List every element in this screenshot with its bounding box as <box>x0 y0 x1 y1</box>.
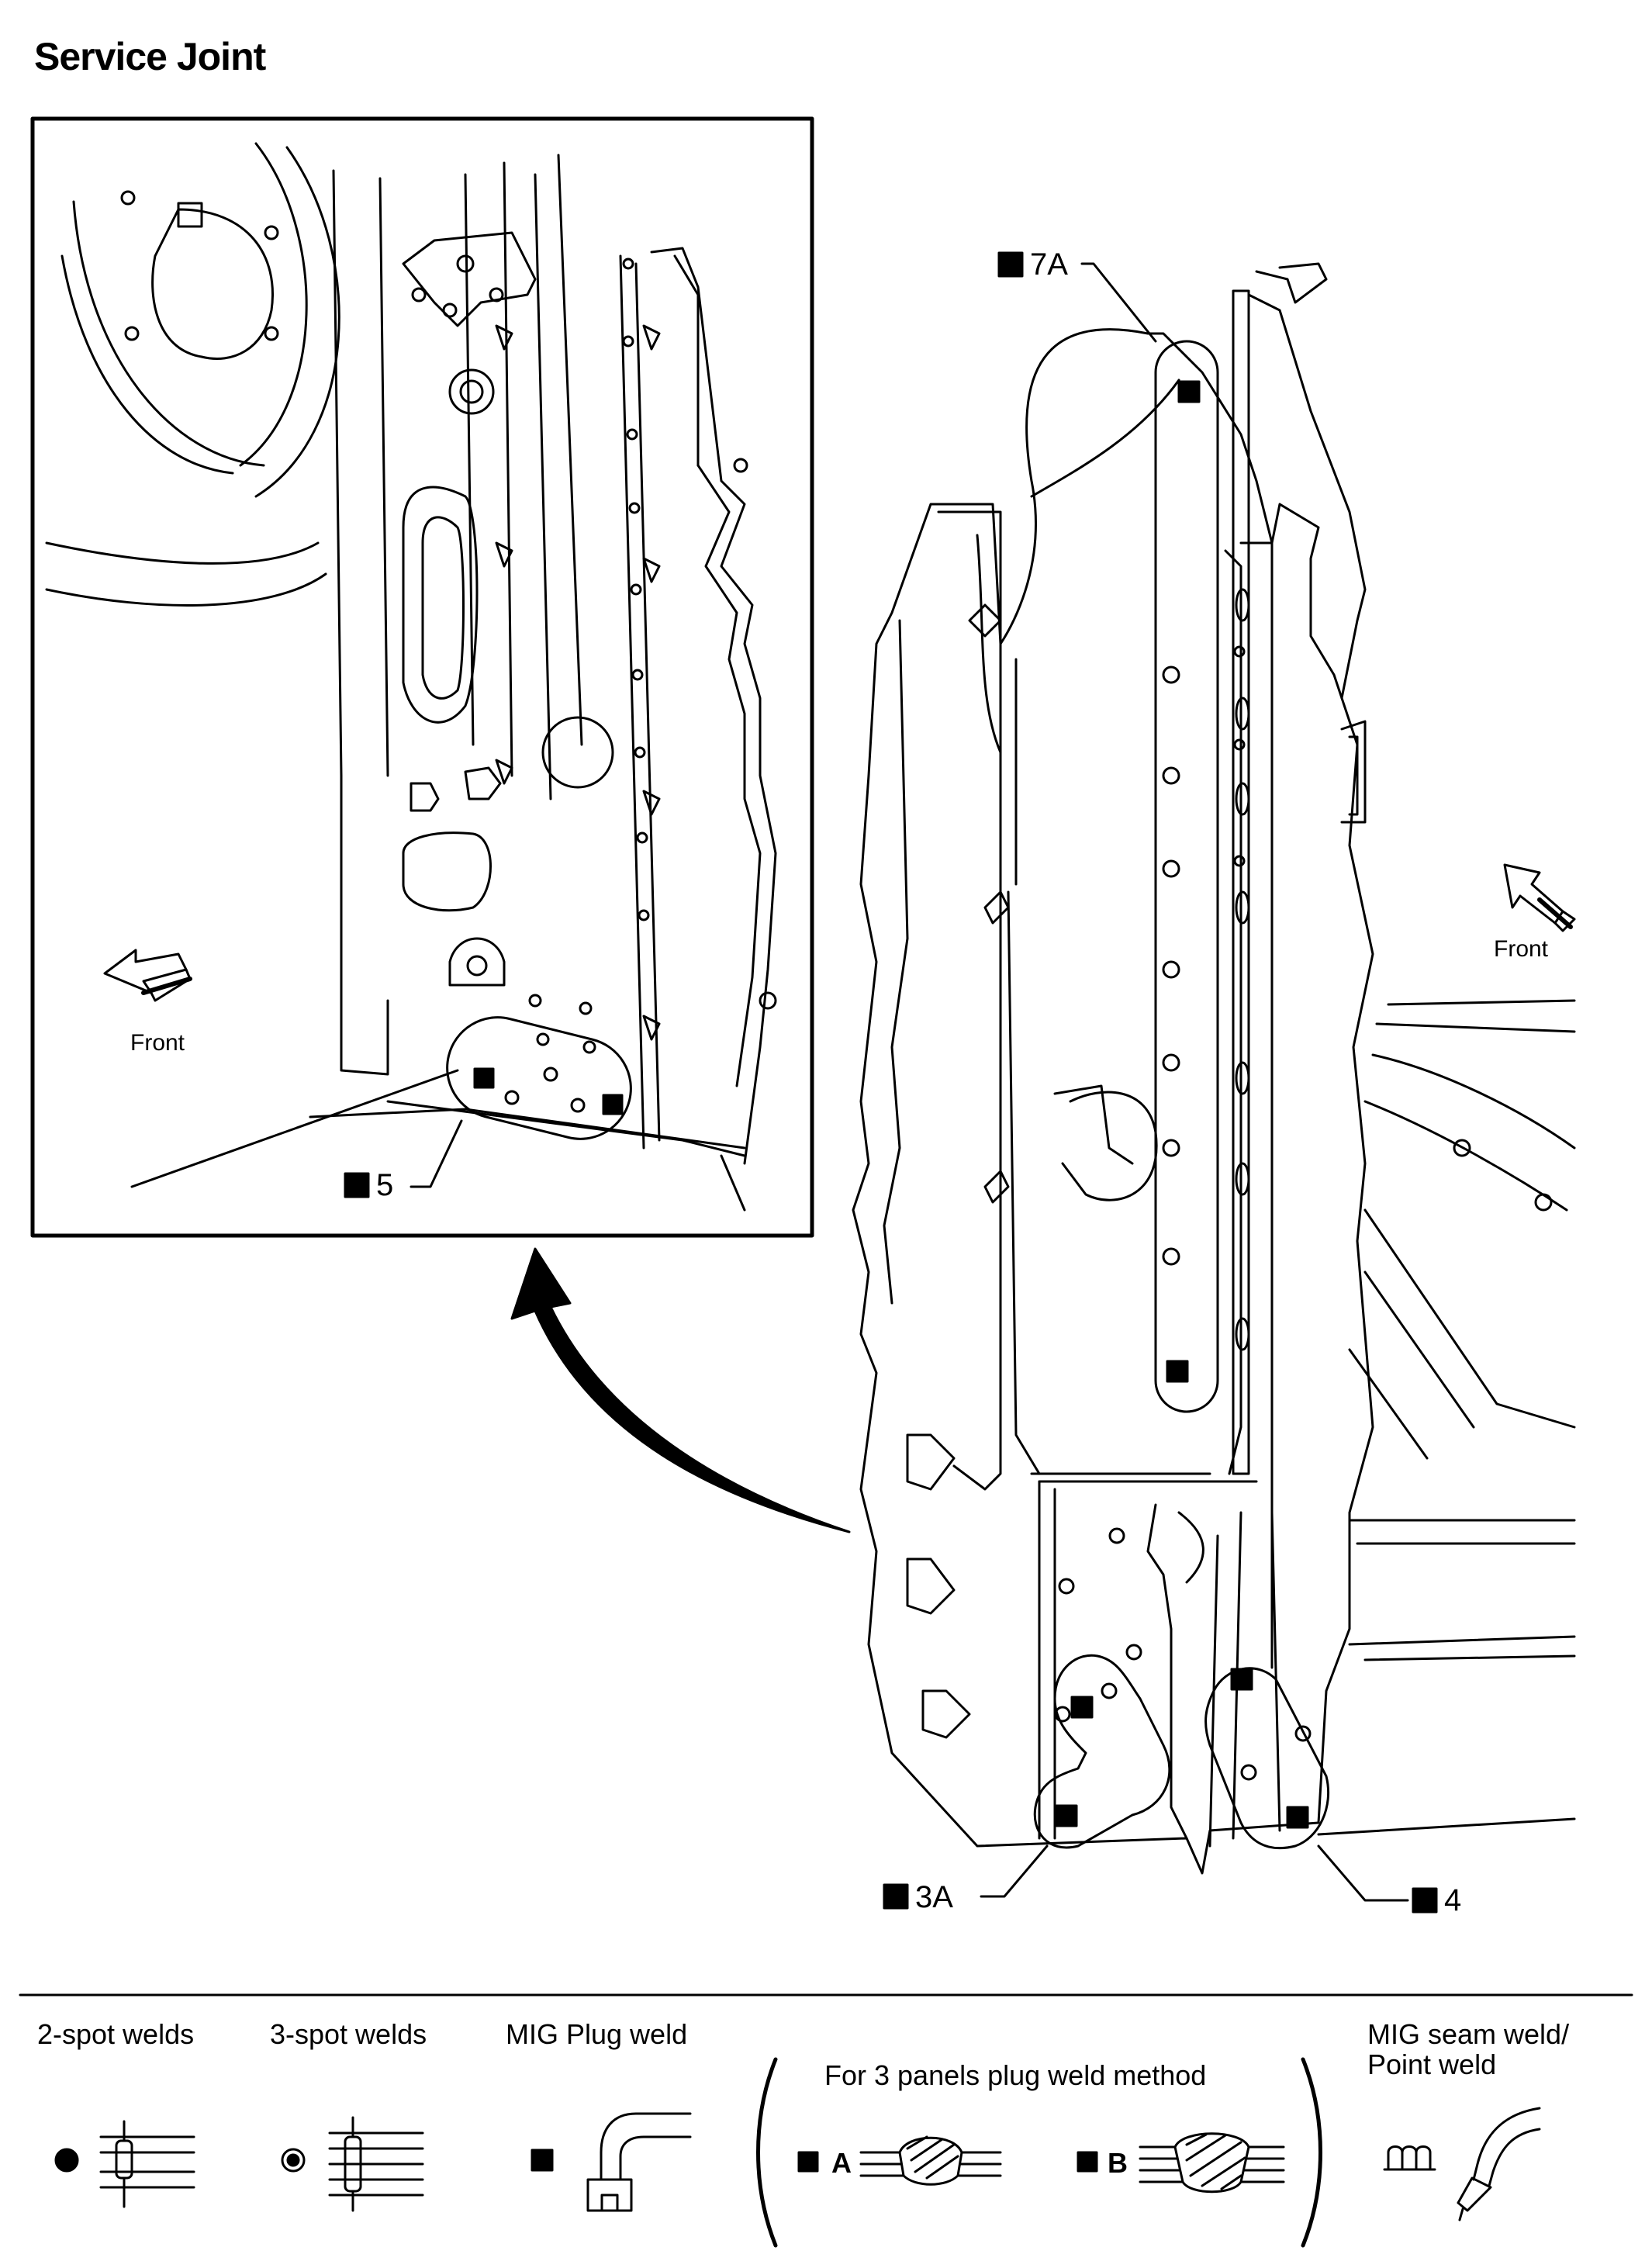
main-assembly <box>852 262 1576 1902</box>
callout-7a: 7A <box>1030 247 1068 282</box>
legend-two-spot: 2-spot welds <box>37 2018 194 2050</box>
legend-three-spot: 3-spot welds <box>270 2018 427 2050</box>
legend-method-b: B <box>1108 2147 1128 2179</box>
plug-weld-marker <box>1177 380 1201 403</box>
callout-square-icon <box>1412 1887 1438 1914</box>
plug-weld-marker <box>1230 1668 1253 1691</box>
weld-outline-3a <box>1033 1654 1171 1849</box>
spot-weld-2-icon <box>54 2120 195 2208</box>
front-label-detail: Front <box>130 1030 185 1056</box>
legend-method-a: A <box>831 2147 852 2179</box>
legend <box>19 1993 1633 2248</box>
detail-inset <box>30 116 814 1238</box>
curved-arrow-icon <box>510 1247 851 1533</box>
plug-weld-marker <box>602 1094 624 1115</box>
callout-4: 4 <box>1444 1883 1461 1917</box>
plug-weld-marker <box>1166 1360 1189 1383</box>
mig-plug-weld-icon <box>531 2112 692 2212</box>
weld-outline-5 <box>446 1016 632 1140</box>
weld-outline-4 <box>1204 1667 1330 1850</box>
callout-square-icon <box>997 251 1024 278</box>
page-title: Service Joint <box>34 35 266 78</box>
mig-seam-weld-icon <box>1383 2107 1541 2221</box>
plug-weld-marker <box>473 1067 495 1089</box>
legend-mig-seam-1: MIG seam weld/ <box>1367 2018 1569 2050</box>
legend-mig-seam-2: Point weld <box>1367 2048 1496 2080</box>
front-arrow-icon <box>1503 863 1576 932</box>
plug-weld-marker <box>1055 1804 1078 1827</box>
plug-method-a-icon <box>797 2135 1002 2186</box>
callout-5: 5 <box>376 1168 393 1202</box>
front-label-main: Front <box>1494 936 1549 962</box>
weld-outline-7a <box>1154 340 1219 1413</box>
plug-weld-marker <box>1070 1696 1094 1719</box>
legend-three-panels: For 3 panels plug weld method <box>824 2059 1206 2091</box>
callout-3a: 3A <box>915 1880 953 1914</box>
plug-weld-marker <box>1286 1806 1309 1829</box>
callout-square-icon <box>883 1883 909 1910</box>
front-arrow-icon <box>103 949 192 1002</box>
legend-mig-plug: MIG Plug weld <box>506 2018 687 2050</box>
spot-weld-3-icon <box>281 2116 424 2212</box>
callout-square-icon <box>344 1172 370 1198</box>
plug-method-b-icon <box>1077 2132 1285 2194</box>
